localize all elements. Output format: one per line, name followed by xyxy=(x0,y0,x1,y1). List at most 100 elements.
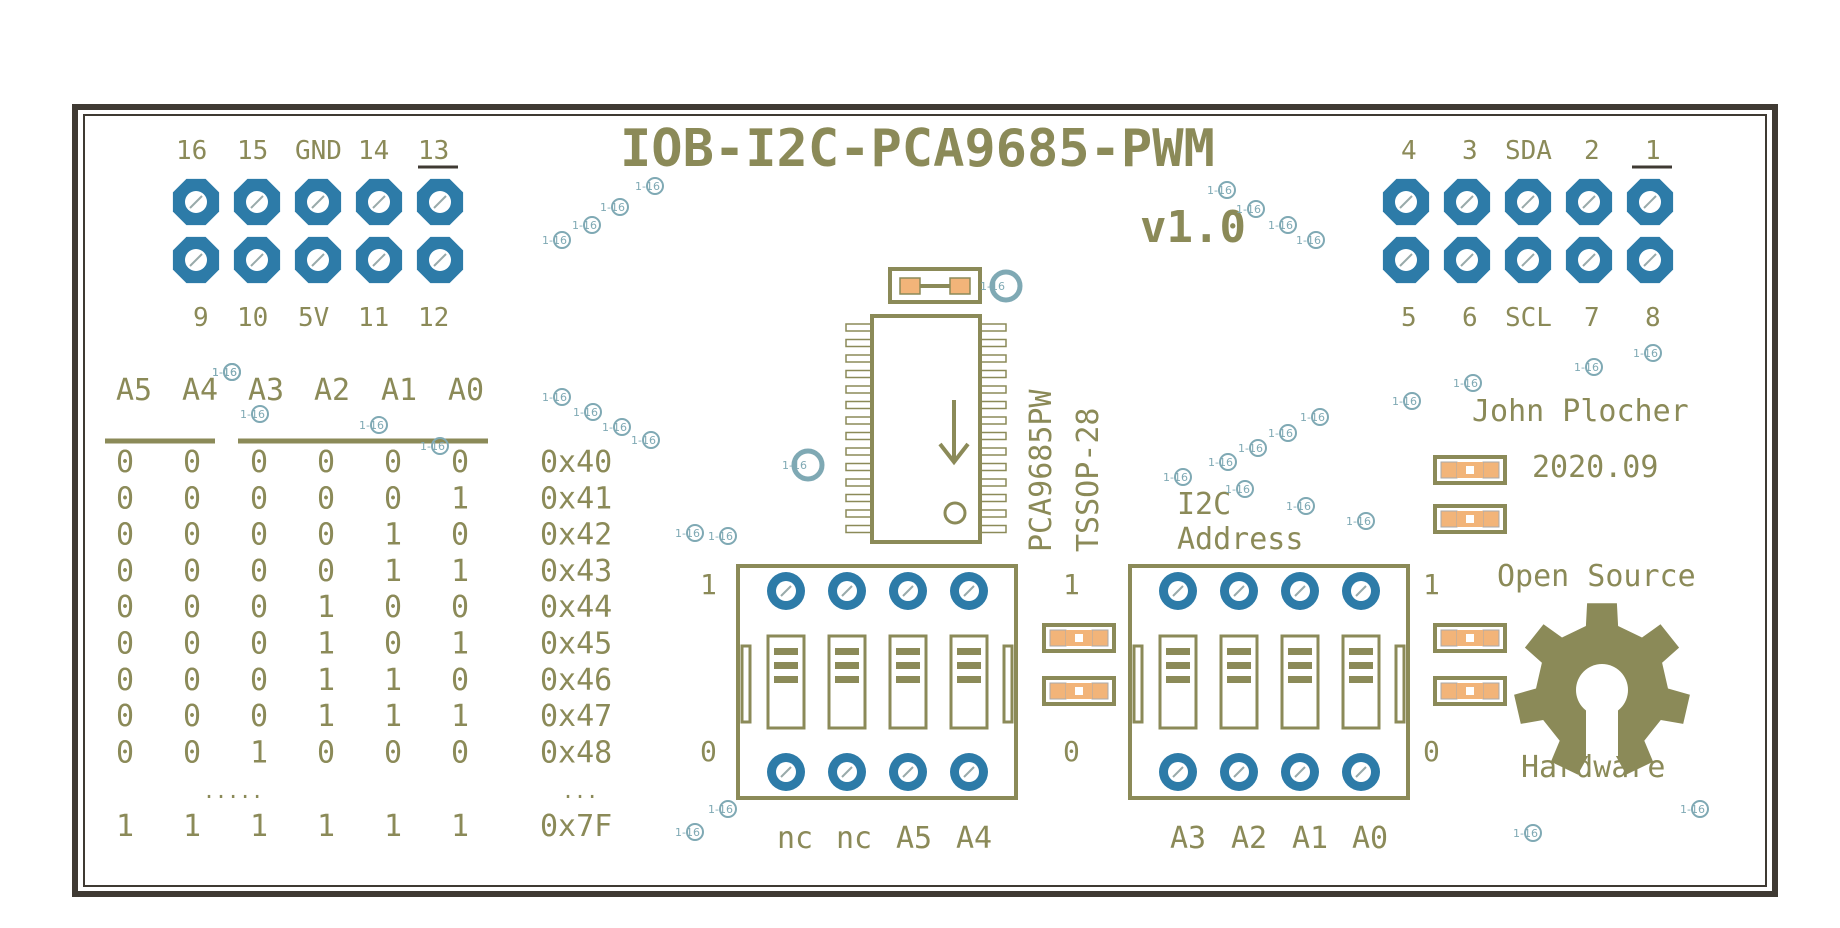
chip-pin-left xyxy=(845,416,875,425)
dip-left-slider-4 xyxy=(949,634,989,730)
left-header-pad-bottom-3 xyxy=(294,236,342,284)
via: 1-16 xyxy=(1513,824,1542,842)
resistor-r6 xyxy=(1433,676,1507,706)
addr-hex: 0x45 xyxy=(540,627,612,662)
resistor-r5-pad-left xyxy=(1440,629,1458,647)
right-header-label-7: 7 xyxy=(1584,303,1600,333)
via: 1-16 xyxy=(1680,800,1709,818)
via: 1-16 xyxy=(1392,392,1421,410)
addr-bit: 0 xyxy=(183,627,201,662)
right-header-pad-top-1 xyxy=(1382,178,1430,226)
addr-bit: 0 xyxy=(183,554,201,589)
via-label: 1-16 xyxy=(708,530,733,543)
addr-bit: 1 xyxy=(317,627,335,662)
via-label: 1-16 xyxy=(600,201,625,214)
via: 1-16 xyxy=(708,800,737,818)
chip-pin-right xyxy=(977,338,1007,348)
dip-left-slider-bar xyxy=(896,662,920,669)
left-header-pad-bottom-3-mark xyxy=(311,253,325,267)
dip-right-slider-2 xyxy=(1219,634,1259,730)
dip-right-pad-on-2 xyxy=(1220,572,1258,610)
addr-bit: 1 xyxy=(384,554,402,589)
via: 1-16 xyxy=(542,231,571,249)
dip-right-slider-1 xyxy=(1158,634,1198,730)
addr-hex: 0x43 xyxy=(540,554,612,589)
via-label: 1-16 xyxy=(1268,427,1293,440)
via: 1-16 xyxy=(1236,200,1265,218)
dip-right-pad-on-2-mark xyxy=(1233,585,1245,597)
via-label: 1-16 xyxy=(675,826,700,839)
left-header-label-16: 16 xyxy=(176,136,207,166)
resistor-r4-outline xyxy=(1042,676,1116,706)
via-label: 1-16 xyxy=(980,280,1005,293)
pca9685-chip: PCA9685PW TSSOP-28 xyxy=(845,267,1106,552)
via-ring xyxy=(611,198,629,216)
resistor-r5-outline xyxy=(1433,623,1507,653)
via-ring xyxy=(1236,480,1254,498)
left-header-pad-top-4 xyxy=(355,178,403,226)
addr-last-bit-5: 1 xyxy=(451,809,469,844)
right-header-pad-top-5 xyxy=(1626,178,1674,226)
addr-bit: 1 xyxy=(451,554,469,589)
board-outline-inner xyxy=(83,114,1767,887)
right-header-pad-bottom-3 xyxy=(1504,236,1552,284)
via: 1-16 xyxy=(1208,453,1237,471)
addr-header-a0: A0 xyxy=(448,373,484,408)
via: 1-16 xyxy=(1238,439,1267,457)
right-header: 4 3 SDA 2 1 5 6 SCL 7 8 xyxy=(1382,136,1674,333)
addr-last-hex: 0x7F xyxy=(540,809,612,844)
dip-right-slider-bar xyxy=(1288,648,1312,655)
via-label: 1-16 xyxy=(1268,219,1293,232)
resistor-r1-outline xyxy=(1433,455,1507,485)
oshw-bottom-text: Hardware xyxy=(1521,750,1666,785)
via-ring xyxy=(584,403,602,421)
right-header-pad-bottom-3-mark xyxy=(1521,253,1535,267)
dip-mid-on-label: 1 xyxy=(1063,568,1080,601)
left-header-pad-bottom-5 xyxy=(416,236,464,284)
via-label: 1-16 xyxy=(542,391,567,404)
chip-pin-right xyxy=(977,416,1007,425)
left-header-pad-bottom-2 xyxy=(233,236,281,284)
right-header-pad-bottom-4-mark xyxy=(1582,253,1596,267)
addr-hex: 0x40 xyxy=(540,445,612,480)
via-ring xyxy=(646,177,664,195)
resistor-r3-mark xyxy=(1075,634,1083,642)
addr-bit: 1 xyxy=(317,590,335,625)
addr-bit: 1 xyxy=(317,663,335,698)
addr-bit: 0 xyxy=(384,627,402,662)
via-ring xyxy=(553,231,571,249)
dip-left-slider-bar xyxy=(957,676,981,683)
chip-pin-left xyxy=(845,385,875,394)
via-ring xyxy=(1311,408,1329,426)
via-label: 1-16 xyxy=(573,406,598,419)
dip-left-label-2: nc xyxy=(836,821,872,856)
dip-left-pad-on-3-mark xyxy=(902,585,914,597)
addr-bit: 0 xyxy=(384,735,402,770)
dip-right-slider-bar xyxy=(1227,676,1251,683)
dip-right-on-label: 1 xyxy=(1423,568,1440,601)
addr-header-a4: A4 xyxy=(182,373,218,408)
addr-bit: 0 xyxy=(116,627,134,662)
chip-pin-right xyxy=(977,493,1007,503)
via-ring xyxy=(1249,439,1267,457)
chip-pin-right xyxy=(977,369,1007,379)
chip-pin-left xyxy=(845,493,875,503)
addr-last-bit-3: 1 xyxy=(317,809,335,844)
addr-bit: 0 xyxy=(250,481,268,516)
via-ring xyxy=(719,527,737,545)
right-header-label-sda: SDA xyxy=(1505,136,1552,166)
chip-pin-left xyxy=(845,338,875,348)
via: 1-16 xyxy=(212,363,241,381)
via-label: 1-16 xyxy=(631,434,656,447)
via: 1-16 xyxy=(573,403,602,421)
via: 1-16 xyxy=(240,405,269,423)
addr-bit: 0 xyxy=(116,699,134,734)
chip-pin-right xyxy=(977,385,1007,394)
dip-left-slider-bar xyxy=(957,648,981,655)
via: 1-16 xyxy=(1225,480,1254,498)
dip-right-slider-bar xyxy=(1349,648,1373,655)
addr-bit: 0 xyxy=(384,445,402,480)
addr-bit: 0 xyxy=(317,554,335,589)
addr-header-a3: A3 xyxy=(248,373,284,408)
via-ring xyxy=(1464,374,1482,392)
